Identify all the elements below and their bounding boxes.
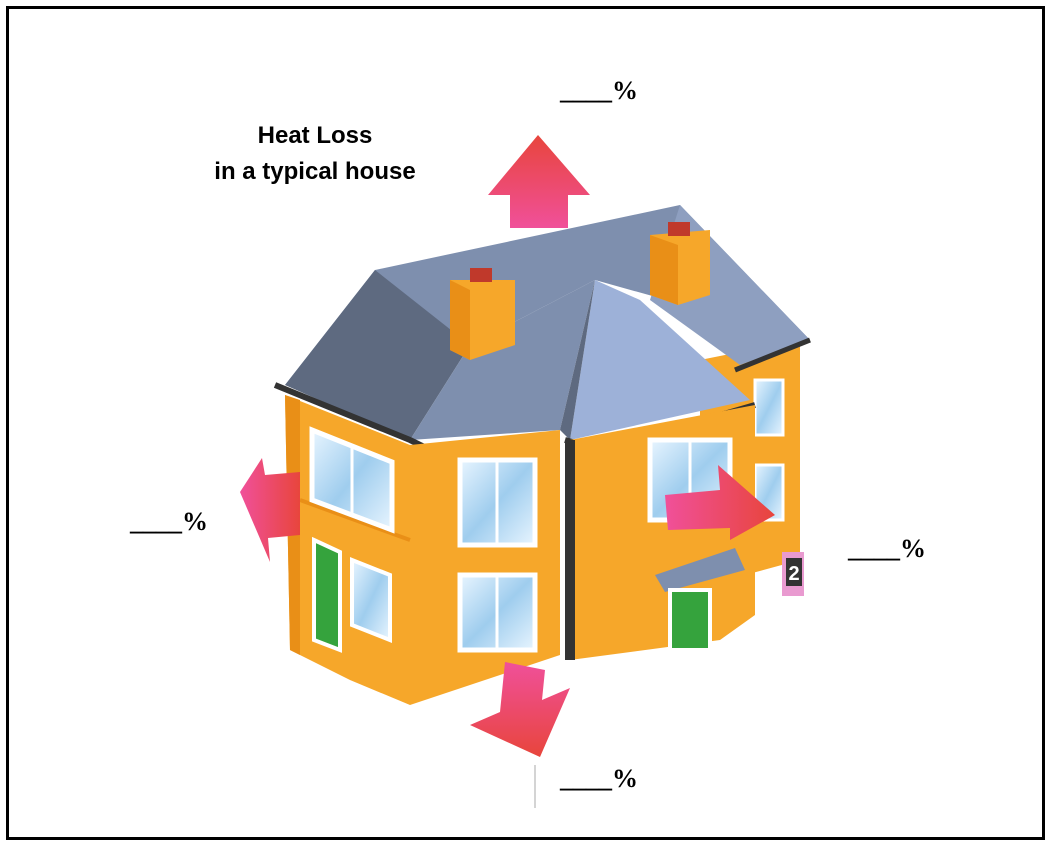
right-chimney xyxy=(650,222,710,305)
front-window-lower xyxy=(460,575,535,650)
house-number: 2 xyxy=(788,563,799,585)
left-chimney xyxy=(450,268,515,360)
roof-loss-blank: ____% xyxy=(560,76,638,106)
windows-loss-blank: ____% xyxy=(848,534,926,564)
left-door xyxy=(314,540,340,650)
house-right-front xyxy=(565,405,755,660)
front-window-upper xyxy=(460,460,535,545)
walls-loss-blank: ____% xyxy=(130,507,208,537)
floor-loss-blank: ____% xyxy=(560,764,638,794)
roof-heat-arrow xyxy=(488,135,590,228)
house-number-sign: 2 xyxy=(782,552,804,596)
left-window-lower xyxy=(352,560,390,640)
